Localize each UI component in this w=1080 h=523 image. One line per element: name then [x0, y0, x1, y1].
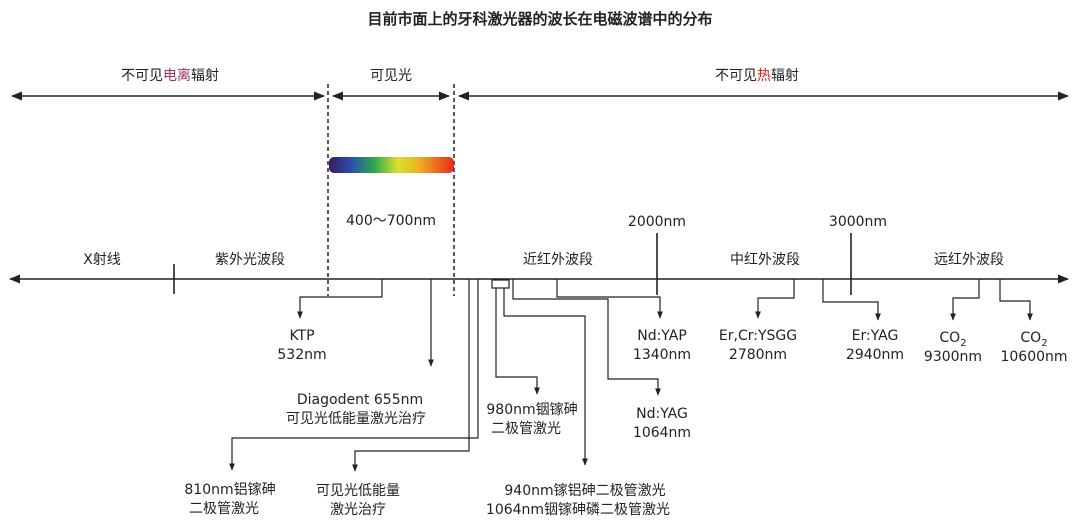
band-xray-label: X射线 [83, 252, 121, 268]
ktp-leader [297, 279, 383, 319]
diode940-line1: 940nm镓铝砷二极管激光 [504, 482, 665, 499]
diode940-leader [503, 288, 588, 466]
diode-bracket [491, 279, 510, 289]
co2b-wavelength: 10600nm [1000, 349, 1067, 365]
region-ionizing-label: 不可见电离辐射 [121, 67, 219, 84]
diagodent-desc: 可见光低能量激光治疗 [286, 410, 426, 427]
lowlevel-leader [352, 279, 470, 472]
visible-spectrum-bar [329, 157, 454, 173]
ktp-wavelength: 532nm [277, 347, 326, 363]
visible-range-label: 400～700nm [346, 213, 436, 229]
lowlevel-line1: 可见光低能量 [316, 483, 400, 499]
diagram-title: 目前市面上的牙科激光器的波长在电磁波谱中的分布 [367, 10, 712, 28]
region-visible-label: 可见光 [370, 68, 412, 84]
eryag-leader [822, 279, 881, 321]
ktp-name: KTP [289, 328, 314, 344]
ndyap-name: Nd:YAP [637, 328, 687, 344]
band-mir-label: 中红外波段 [730, 252, 800, 268]
in980-leader [495, 288, 540, 395]
ndyag-name: Nd:YAG [636, 406, 688, 422]
marker-3000-label: 3000nm [829, 214, 887, 230]
region-thermal-highlight: 热 [757, 68, 771, 84]
co2a-subscript: 2 [960, 338, 966, 349]
region-ionizing-highlight: 电离 [163, 67, 191, 84]
ndyap-leader [556, 279, 663, 319]
al810-line1: 810nm铝镓砷 [184, 482, 275, 498]
co2a-name: CO2 [939, 330, 966, 349]
ysgg-name: Er,Cr:YSGG [719, 328, 797, 344]
ndyag-leader [512, 279, 661, 396]
co2b-subscript: 2 [1041, 338, 1047, 349]
diagodent-name: Diagodent 655nm [297, 392, 423, 408]
diode940-line2: 1064nm铟镓砷磷二极管激光 [486, 501, 670, 518]
co2a-wavelength: 9300nm [924, 349, 982, 365]
lowlevel-line2: 激光治疗 [330, 501, 386, 518]
co2b-leader [999, 279, 1033, 321]
in980-line1: 980nm铟镓砷 [486, 402, 577, 418]
co2a-leader [950, 279, 980, 321]
al810-leader [229, 279, 479, 471]
marker-2000-label: 2000nm [628, 214, 686, 230]
band-fir-label: 远红外波段 [934, 252, 1004, 268]
region-thermal-label: 不可见热辐射 [715, 68, 799, 84]
ysgg-leader [755, 279, 795, 319]
eryag-name: Er:YAG [852, 328, 899, 344]
band-uv-label: 紫外光波段 [215, 252, 285, 268]
al810-line2: 二极管激光 [189, 500, 259, 517]
ndyap-wavelength: 1340nm [633, 347, 691, 363]
co2b-name: CO2 [1020, 330, 1047, 349]
eryag-wavelength: 2940nm [846, 347, 904, 363]
in980-line2: 二极管激光 [491, 420, 561, 437]
band-nir-label: 近红外波段 [523, 252, 593, 268]
ysgg-wavelength: 2780nm [729, 347, 787, 363]
ndyag-wavelength: 1064nm [633, 425, 691, 441]
